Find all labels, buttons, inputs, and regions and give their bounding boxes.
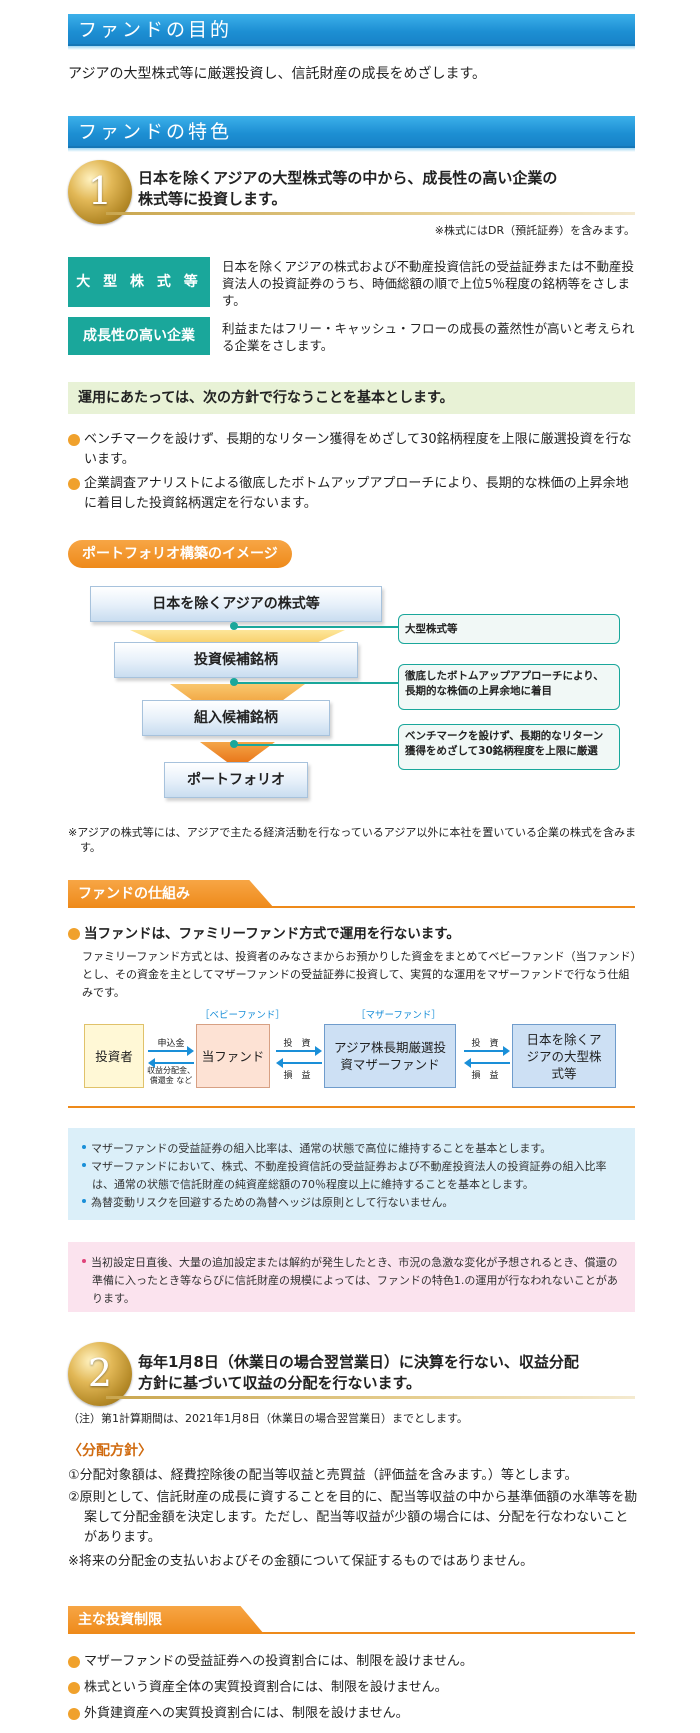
- diagram-mother-fund: アジア株長期厳選投資マザーファンド: [324, 1024, 456, 1088]
- connector-dot-1: [230, 622, 238, 630]
- limit-2: 株式という資産全体の実質投資割合には、制限を設けません。: [68, 1678, 638, 1698]
- arrow-left-icon: [276, 1058, 322, 1068]
- arrow-right-icon: [148, 1046, 194, 1056]
- limit-3: 外貨建資産への実質投資割合には、制限を設けません。: [68, 1704, 638, 1724]
- bullet-dot-icon: [82, 1199, 86, 1203]
- arrow3-bottom-label: 損 益: [471, 1071, 499, 1081]
- policy-bullet-2: 企業調査アナリストによる徹底したボトムアップアプローチにより、長期的な株価の上昇…: [68, 474, 638, 514]
- distribution-policy-2: ②原則として、信託財産の成長に資することを目的に、配当等収益の中から基準価額の水…: [68, 1490, 638, 1545]
- limit-1: マザーファンドの受益証券への投資割合には、制限を設けません。: [68, 1652, 638, 1672]
- structure-tab: ファンドの仕組み: [68, 880, 274, 908]
- pink-note-1: 当初設定日直後、大量の追加設定または解約が発生したとき、市況の急激な変化が予想さ…: [82, 1254, 621, 1308]
- feature-1-medal-icon: 1: [68, 160, 132, 224]
- bullet-dot-icon: [82, 1145, 86, 1149]
- structure-bottom-rule: [68, 1106, 635, 1108]
- connector-dot-3: [230, 740, 238, 748]
- limits-tab: 主な投資制限: [68, 1606, 264, 1634]
- feature-2-title-line1: 毎年1月8日（休業日の場合翌営業日）に決算を行ない、収益分配: [138, 1353, 579, 1371]
- bullet-dot-icon: [82, 1163, 86, 1167]
- bullet-dot-icon: [82, 1259, 86, 1263]
- arrow-right-icon: [464, 1046, 510, 1056]
- arrow2-bottom-label: 損 益: [283, 1071, 311, 1081]
- purpose-heading: ファンドの目的: [68, 14, 635, 50]
- bullet-dot-icon: [68, 928, 80, 940]
- blue-note-2: マザーファンドにおいて、株式、不動産投資信託の受益証券および不動産投資法人の投資…: [82, 1158, 621, 1194]
- purpose-text: アジアの大型株式等に厳選投資し、信託財産の成長をめざします。: [68, 66, 487, 82]
- feature-1-title-line2: 株式等に投資します。: [138, 190, 287, 208]
- feature-1-title: 日本を除くアジアの大型株式等の中から、成長性の高い企業の 株式等に投資します。: [138, 168, 638, 210]
- mother-fund-label: ［マザーファンド］: [356, 1010, 441, 1021]
- funnel-level-4: ポートフォリオ: [164, 762, 308, 798]
- feature-2-note: （注）第1計算期間は、2021年1月8日（休業日の場合翌営業日）までとします。: [68, 1412, 468, 1425]
- arrow2-top-label: 投 資: [283, 1039, 311, 1049]
- distribution-policy-1: ①分配対象額は、経費控除後の配当等収益と売買益（評価益を含みます。）等とします。: [68, 1468, 578, 1483]
- arrow-right-icon: [276, 1046, 322, 1056]
- callout-bottom-up: 徹底したボトムアップアプローチにより、長期的な株価の上昇余地に着目: [398, 664, 620, 710]
- bullet-dot-icon: [68, 1682, 80, 1694]
- def-growth-label: 成長性の高い企業: [68, 317, 210, 355]
- connector-line-2: [236, 682, 398, 684]
- callout-large-cap: 大型株式等: [398, 614, 620, 644]
- funnel-segment-3: [200, 742, 275, 762]
- diagram-target-assets: 日本を除くアジアの大型株式等: [512, 1024, 616, 1088]
- feature-2-title: 毎年1月8日（休業日の場合翌営業日）に決算を行ない、収益分配 方針に基づいて収益…: [138, 1352, 638, 1394]
- blue-note-3: 為替変動リスクを回避するための為替ヘッジは原則として行ないません。: [82, 1194, 621, 1212]
- portfolio-tab: ポートフォリオ構築のイメージ: [68, 540, 292, 568]
- feature-1-divider: [106, 212, 635, 215]
- policy-heading: 運用にあたっては、次の方針で行なうことを基本とします。: [68, 382, 635, 414]
- distribution-policy-3: ※将来の分配金の支払いおよびその金額について保証するものではありません。: [68, 1554, 534, 1569]
- arrow-left-icon: [148, 1058, 194, 1068]
- bullet-dot-icon: [68, 434, 80, 446]
- connector-line-3: [236, 744, 398, 746]
- portfolio-note: ※アジアの株式等には、アジアで主たる経済活動を行なっているアジア以外に本社を置い…: [68, 826, 637, 854]
- diagram-investor: 投資者: [84, 1024, 144, 1088]
- feature-1-note: ※株式にはDR（預託証券）を含みます。: [434, 224, 635, 237]
- diagram-baby-fund: 当ファンド: [196, 1024, 270, 1088]
- policy-bullet-1: ベンチマークを設けず、長期的なリターン獲得をめざして30銘柄程度を上限に厳選投資…: [68, 430, 638, 470]
- funnel-level-1: 日本を除くアジアの株式等: [90, 586, 382, 622]
- feature-2-divider: [106, 1396, 635, 1399]
- arrow-left-icon: [464, 1058, 510, 1068]
- limits-rule: [68, 1632, 635, 1634]
- structure-blue-notes: マザーファンドの受益証券の組入比率は、通常の状態で高位に維持することを基本としま…: [68, 1128, 635, 1220]
- def-large-cap-label: 大 型 株 式 等: [68, 257, 210, 307]
- structure-lead: 当ファンドは、ファミリーファンド方式で運用を行ないます。: [68, 924, 638, 944]
- distribution-policy-heading: 〈分配方針〉: [68, 1443, 152, 1459]
- callout-benchmark: ベンチマークを設けず、長期的なリターン獲得をめざして30銘柄程度を上限に厳選: [398, 724, 620, 770]
- connector-line-1: [236, 626, 398, 628]
- structure-desc: ファミリーファンド方式とは、投資者のみなさまからお預かりした資金をまとめてベビー…: [82, 950, 637, 999]
- bullet-dot-icon: [68, 478, 80, 490]
- features-heading: ファンドの特色: [68, 116, 635, 152]
- structure-pink-note: 当初設定日直後、大量の追加設定または解約が発生したとき、市況の急激な変化が予想さ…: [68, 1242, 635, 1312]
- blue-note-1: マザーファンドの受益証券の組入比率は、通常の状態で高位に維持することを基本としま…: [82, 1140, 621, 1158]
- funnel-level-2: 投資候補銘柄: [114, 642, 358, 678]
- arrow1-bottom-label: 収益分配金、償還金 など: [147, 1066, 195, 1085]
- feature-2-title-line2: 方針に基づいて収益の分配を行ないます。: [138, 1374, 422, 1392]
- def-large-cap-text: 日本を除くアジアの株式および不動産投資信託の受益証券または不動産投資法人の投資証…: [222, 259, 635, 308]
- funnel-level-3: 組入候補銘柄: [142, 700, 330, 736]
- feature-1-title-line1: 日本を除くアジアの大型株式等の中から、成長性の高い企業の: [138, 169, 558, 187]
- structure-rule: [68, 906, 635, 908]
- arrow3-top-label: 投 資: [471, 1039, 499, 1049]
- connector-dot-2: [230, 678, 238, 686]
- def-growth-text: 利益またはフリー・キャッシュ・フローの成長の蓋然性が高いと考えられる企業をさしま…: [222, 321, 635, 353]
- baby-fund-label: ［ベビーファンド］: [200, 1010, 285, 1021]
- feature-2-medal-icon: 2: [68, 1342, 132, 1406]
- arrow1-top-label: 申込金: [157, 1039, 185, 1049]
- bullet-dot-icon: [68, 1656, 80, 1668]
- bullet-dot-icon: [68, 1708, 80, 1720]
